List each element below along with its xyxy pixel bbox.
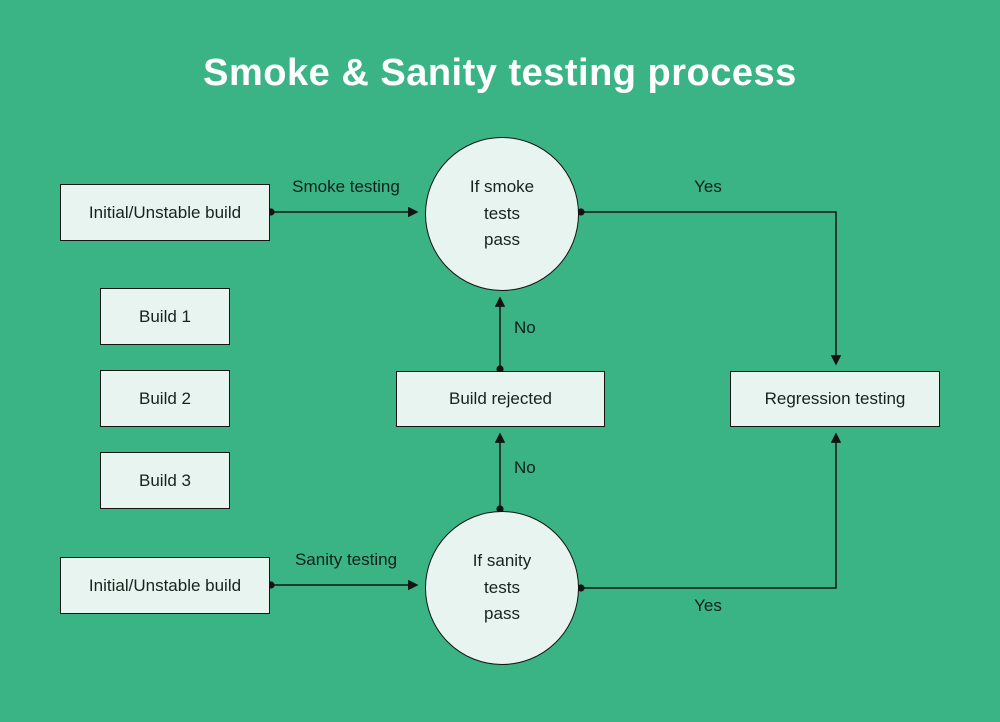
edge-label-smoke-testing: Smoke testing (292, 177, 400, 196)
diagram-title: Smoke & Sanity testing process (203, 52, 797, 94)
node-if-sanity-tests-pass: If sanity tests pass (425, 511, 579, 665)
edge-label-sanity-testing: Sanity testing (294, 550, 398, 569)
node-regression-testing: Regression testing (730, 371, 940, 427)
node-if-smoke-tests-pass: If smoke tests pass (425, 137, 579, 291)
edge-label-no-top: No (514, 318, 536, 337)
edge-label-yes-top: Yes (694, 177, 722, 196)
node-build-1: Build 1 (100, 288, 230, 345)
node-build-rejected: Build rejected (396, 371, 605, 427)
edge-yes-bottom (577, 432, 842, 592)
node-build-2: Build 2 (100, 370, 230, 427)
node-initial-unstable-build-bottom: Initial/Unstable build (60, 557, 270, 614)
node-build-3: Build 3 (100, 452, 230, 509)
edge-label-no-bottom: No (514, 458, 536, 477)
node-initial-unstable-build-top: Initial/Unstable build (60, 184, 270, 241)
edge-yes-top (577, 208, 842, 366)
edge-label-yes-bottom: Yes (694, 596, 722, 615)
